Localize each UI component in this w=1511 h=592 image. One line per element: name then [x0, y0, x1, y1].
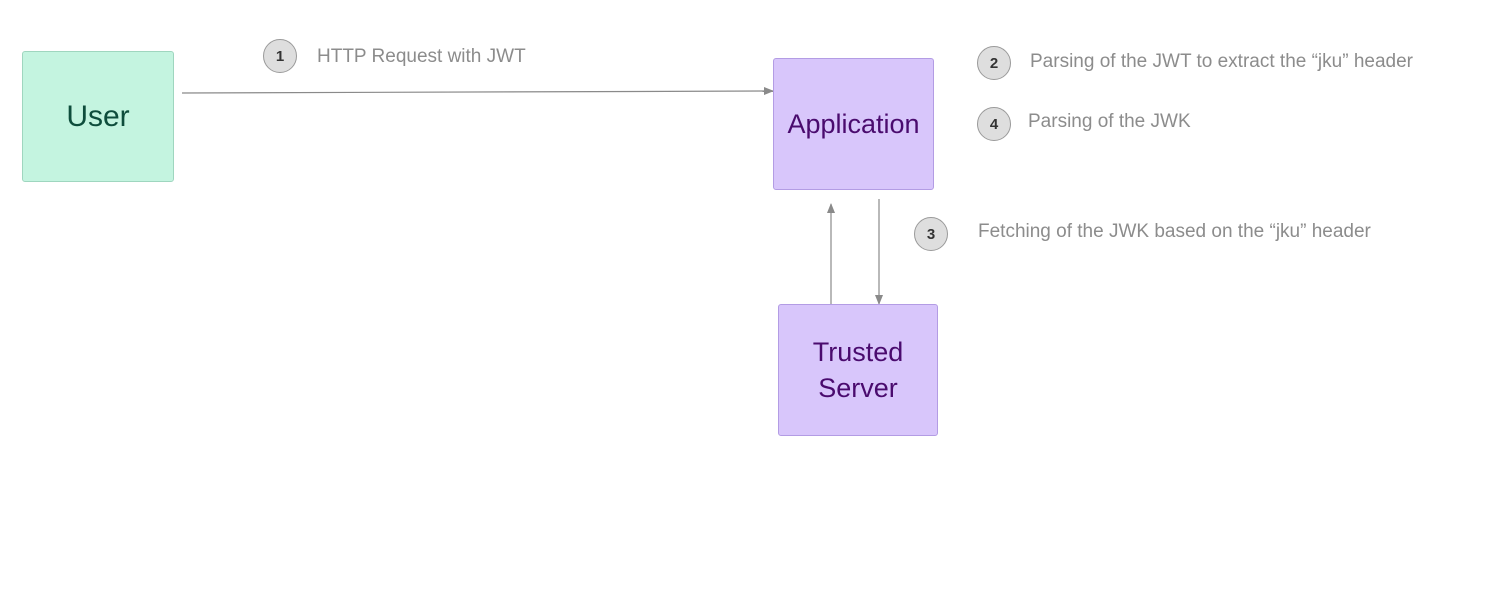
user-node-label: User: [66, 99, 130, 133]
step-1-number: 1: [275, 47, 285, 65]
application-node: Application: [773, 58, 934, 190]
step-1-label: HTTP Request with JWT: [317, 46, 526, 67]
step-3-number: 3: [926, 225, 936, 243]
step-3-badge: 3: [914, 217, 948, 251]
trusted-server-label-line2: Server: [818, 373, 898, 403]
trusted-server-node: Trusted Server: [778, 304, 938, 436]
arrow-user-to-application: [181, 87, 774, 96]
step-2-number: 2: [989, 54, 999, 72]
step-4-label: Parsing of the JWK: [1028, 111, 1191, 132]
trusted-server-label-line1: Trusted: [812, 337, 904, 367]
step-4-badge: 4: [977, 107, 1011, 141]
user-node: User: [22, 51, 174, 182]
step-4-number: 4: [989, 115, 999, 133]
application-node-label: Application: [787, 108, 920, 139]
step-2-badge: 2: [977, 46, 1011, 80]
step-3-label: Fetching of the JWK based on the “jku” h…: [978, 221, 1371, 242]
step-2-label: Parsing of the JWT to extract the “jku” …: [1030, 51, 1413, 72]
step-1-badge: 1: [263, 39, 297, 73]
